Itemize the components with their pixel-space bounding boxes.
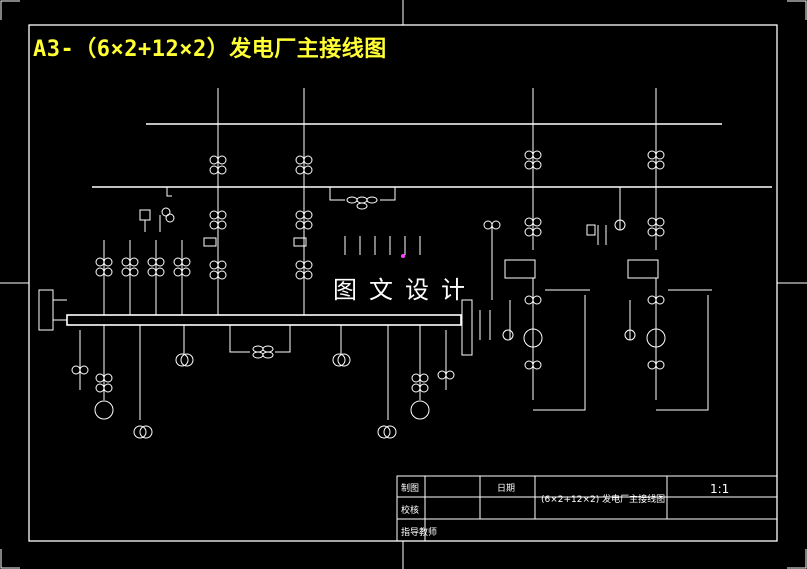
title-block-advisor-label: 指导教师 [401,528,438,538]
title-block-date-label: 日期 [497,484,516,494]
left-end-section [38,289,67,331]
aux-transformers [175,325,351,367]
pt-bay-left [139,187,175,232]
gen-bus-drops [344,236,491,356]
title-block [396,475,778,542]
feeders-left [95,240,191,315]
title-block-scale: 1:1 [710,482,730,496]
unit-right-1 [483,88,590,411]
title-block-drawn-by-label: 制图 [401,484,420,494]
watermark-text: 图文设计 [333,276,477,304]
unit-right-2 [586,88,712,411]
title-block-drawing-name: (6×2+12×2) 发电厂主接线图 [541,495,666,505]
marker-dot [401,254,405,258]
drawing-title: A3-（6×2+12×2）发电厂主接线图 [33,37,387,62]
generator-left-1 [71,325,153,439]
buses [66,123,772,326]
transformer-branch-left-1 [203,88,227,315]
title-block-checked-by-label: 校核 [401,506,420,516]
gen-voltage-bus [66,314,462,326]
pt-right [597,187,621,245]
generator-left-2 [377,325,455,439]
gen-bus-tie [229,325,291,359]
transformer-branch-left-2 [293,88,313,315]
bus-tie-110kv [329,187,396,210]
